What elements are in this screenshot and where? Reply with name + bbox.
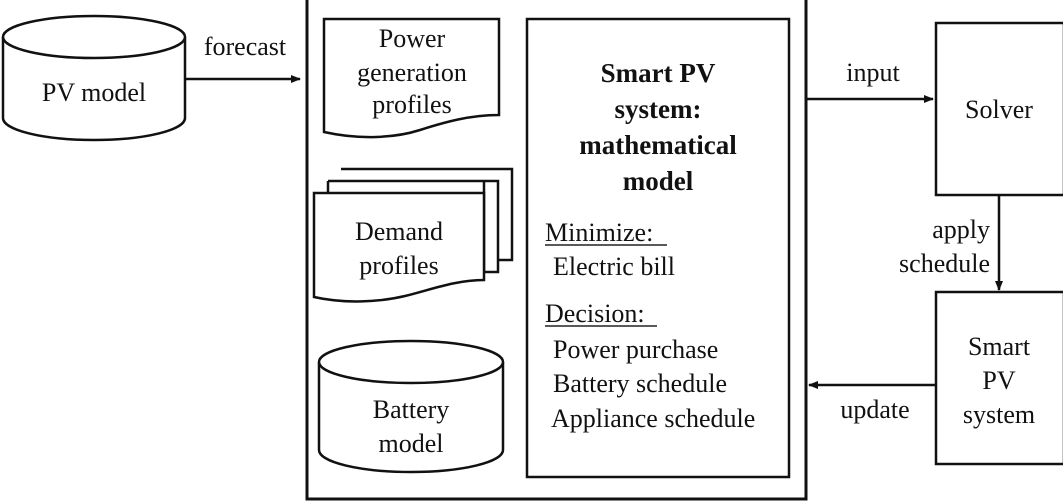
forecast-label: forecast bbox=[204, 32, 287, 61]
pv-model-label: PV model bbox=[42, 78, 146, 107]
power-generation-profiles-doc: Power generation profiles bbox=[322, 17, 501, 139]
decision-item: Battery schedule bbox=[553, 369, 727, 398]
smart-pv-system-label-line3: system bbox=[963, 400, 1035, 429]
math-model-title-line2: system: bbox=[615, 94, 702, 124]
solver-box: Solver bbox=[934, 21, 1063, 197]
smart-pv-system-label-line1: Smart bbox=[968, 332, 1031, 361]
math-model-title-line4: model bbox=[623, 166, 694, 196]
pv-model-cylinder: PV model bbox=[1, 14, 187, 142]
decision-item: Appliance schedule bbox=[551, 404, 755, 433]
input-arrow: input bbox=[806, 58, 934, 103]
minimize-heading: Minimize: bbox=[545, 218, 653, 247]
demand-profiles-doc-stack: Demand profiles bbox=[312, 167, 514, 303]
math-model-title-line1: Smart PV bbox=[601, 58, 716, 88]
demand-profiles-label-line2: profiles bbox=[359, 251, 438, 280]
power-generation-profiles-label-line2: generation bbox=[357, 58, 467, 87]
power-generation-profiles-label-line1: Power bbox=[379, 24, 446, 53]
minimize-item: Electric bill bbox=[553, 252, 675, 281]
system-container-box bbox=[305, 0, 808, 501]
math-model-title-line3: mathematical bbox=[579, 130, 737, 160]
demand-profiles-label-line1: Demand bbox=[355, 217, 443, 246]
decision-heading: Decision: bbox=[545, 299, 645, 328]
smart-pv-system-label-line2: PV bbox=[982, 366, 1015, 395]
battery-model-cylinder: Battery model bbox=[317, 339, 505, 474]
update-label: update bbox=[840, 395, 909, 424]
smart-pv-system-box: Smart PV system bbox=[934, 290, 1063, 466]
update-arrow: update bbox=[808, 381, 935, 424]
input-label: input bbox=[846, 58, 900, 87]
apply-schedule-label-line2: schedule bbox=[899, 249, 990, 278]
battery-model-label-line1: Battery bbox=[373, 395, 450, 424]
apply-schedule-label-line1: apply bbox=[932, 215, 990, 244]
solver-label: Solver bbox=[965, 95, 1033, 124]
power-generation-profiles-label-line3: profiles bbox=[372, 90, 451, 119]
decision-item: Power purchase bbox=[553, 335, 718, 364]
battery-model-label-line2: model bbox=[379, 429, 444, 458]
math-model-box: Smart PV system: mathematical model Mini… bbox=[525, 17, 791, 479]
forecast-arrow: forecast bbox=[186, 32, 301, 83]
apply-schedule-arrow: apply schedule bbox=[899, 196, 1003, 291]
